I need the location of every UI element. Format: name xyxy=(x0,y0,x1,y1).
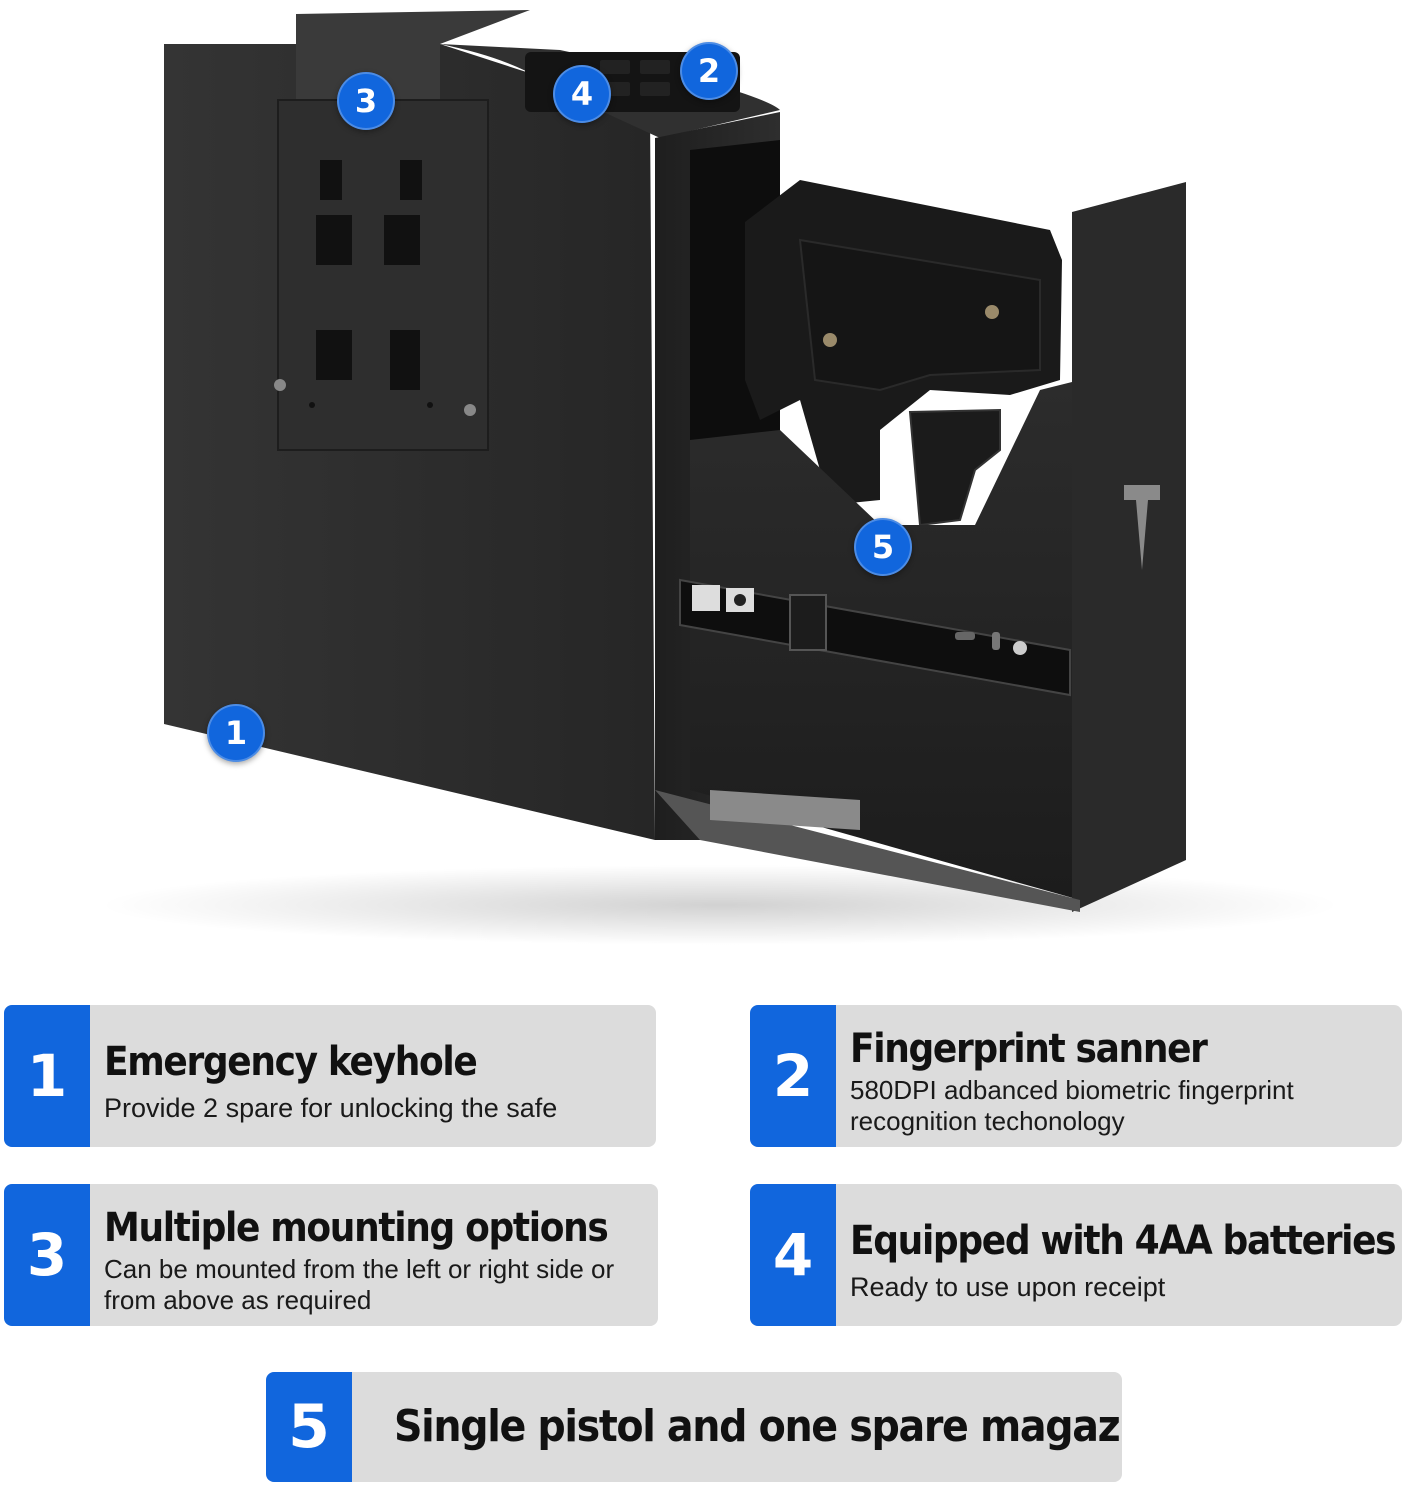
marker-2: 2 xyxy=(680,42,738,100)
feature-title: Equipped with 4AA batteries xyxy=(850,1217,1397,1264)
marker-1: 1 xyxy=(207,704,265,762)
feature-description: Ready to use upon receipt xyxy=(850,1271,1166,1302)
bracket-slots xyxy=(316,160,422,390)
feature-description: 580DPI adbanced biometric fingerprint re… xyxy=(850,1074,1294,1136)
feature-body: Single pistol and one spare magazine xyxy=(352,1372,1122,1482)
feature-number: 4 xyxy=(750,1184,836,1326)
feature-description: Provide 2 spare for unlocking the safe xyxy=(104,1092,558,1123)
feature-card-emergency-keyhole: 1 Emergency keyhole Provide 2 spare for … xyxy=(4,1005,656,1147)
gun-safe-illustration xyxy=(100,10,1340,945)
feature-title: Multiple mounting options xyxy=(104,1204,609,1251)
feature-body: Emergency keyhole Provide 2 spare for un… xyxy=(90,1005,656,1147)
floor-shadow xyxy=(100,865,1340,945)
feature-title: Emergency keyhole xyxy=(104,1038,478,1085)
feature-card-fingerprint-scanner: 2 Fingerprint sanner 580DPI adbanced bio… xyxy=(750,1005,1402,1147)
mounting-bracket-plate xyxy=(277,99,489,451)
feature-number: 5 xyxy=(266,1372,352,1482)
marker-4: 4 xyxy=(553,65,611,123)
feature-number: 1 xyxy=(4,1005,90,1147)
brand-t-logo xyxy=(1124,485,1160,570)
marker-3: 3 xyxy=(337,72,395,130)
feature-body: Equipped with 4AA batteries Ready to use… xyxy=(836,1184,1402,1326)
bracket-screw xyxy=(274,379,286,391)
product-illustration: 1 2 3 4 5 xyxy=(100,10,1340,945)
feature-body: Fingerprint sanner 580DPI adbanced biome… xyxy=(836,1005,1402,1147)
feature-number: 3 xyxy=(4,1184,90,1326)
feature-title: Fingerprint sanner xyxy=(850,1025,1208,1072)
feature-card-batteries: 4 Equipped with 4AA batteries Ready to u… xyxy=(750,1184,1402,1326)
feature-card-capacity: 5 Single pistol and one spare magazine xyxy=(266,1372,1122,1482)
drawer-front-panel xyxy=(1072,182,1186,912)
marker-5: 5 xyxy=(854,518,912,576)
slide-rail xyxy=(679,578,1071,697)
feature-description: Can be mounted from the left or right si… xyxy=(104,1253,615,1315)
feature-number: 2 xyxy=(750,1005,836,1147)
feature-card-mounting-options: 3 Multiple mounting options Can be mount… xyxy=(4,1184,658,1326)
bracket-screw xyxy=(464,404,476,416)
feature-title: Single pistol and one spare magazine xyxy=(394,1400,1122,1452)
feature-body: Multiple mounting options Can be mounted… xyxy=(90,1184,658,1326)
